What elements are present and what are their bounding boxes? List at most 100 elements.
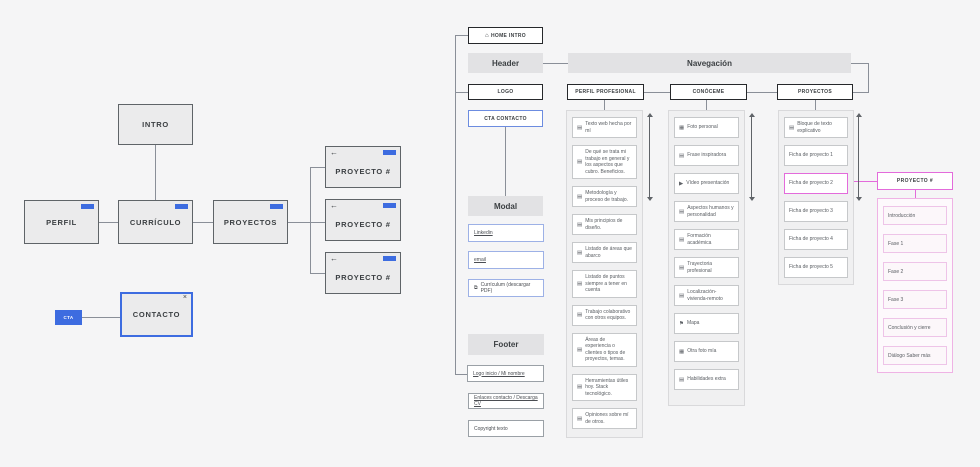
content-block[interactable]: ▤ Mis principios de diseño. (572, 214, 637, 235)
content-block[interactable]: ▦ Otra foto mía (674, 341, 739, 362)
content-block-icon: ▤ (679, 376, 685, 383)
text-block-icon: ▤ (577, 221, 583, 228)
node-curriculo[interactable]: CURRÍCULO (118, 200, 193, 244)
project-detail-block[interactable]: Introducción (883, 206, 947, 225)
home-icon: ⌂ (485, 32, 489, 39)
content-block[interactable]: ⚑ Mapa (674, 313, 739, 334)
content-block[interactable]: ▤ Listado de áreas que abarco (572, 242, 637, 263)
modal-email-link[interactable]: email (468, 251, 544, 269)
scroll-indicator[interactable] (855, 113, 862, 201)
project-detail-block-label: Introducción (888, 212, 916, 219)
content-block-label: Habilidades extra (687, 376, 726, 383)
footer-links-item[interactable]: Enlaces contacto / Descarga CV (468, 393, 544, 409)
content-block-label: Foto personal (687, 124, 718, 131)
node-proyecto-card-label: PROYECTO # (335, 219, 391, 229)
footer-copyright-label: Copyright texto (474, 425, 508, 432)
content-block[interactable]: ▤ Trabajo colaborativo con otros equipos… (572, 304, 637, 326)
content-block[interactable]: ▤ Texto web hecha por mí (572, 117, 637, 138)
content-block-label: Mis principios de diseño. (585, 218, 623, 231)
nav-conoceme[interactable]: CONÓCEME (670, 84, 747, 100)
content-block[interactable]: Ficha de proyecto 4 (784, 229, 848, 250)
content-block[interactable]: ▤ Opiniones sobre mí de otros. (572, 408, 637, 429)
node-proyecto-card-2[interactable]: ← PROYECTO # (325, 199, 401, 241)
modal-linkedin-link[interactable]: Linkedin (468, 224, 544, 242)
footer-links-label: Enlaces contacto / Descarga CV (474, 395, 538, 407)
content-block-label: Ficha de proyecto 4 (789, 236, 833, 243)
content-block-label: Ficha de proyecto 1 (789, 152, 833, 159)
connector-line (815, 100, 816, 110)
node-proyecto-card-1[interactable]: ← PROYECTO # (325, 146, 401, 188)
node-cta-contacto[interactable]: CTA CONTACTO (468, 110, 543, 127)
content-block[interactable]: Ficha de proyecto 1 (784, 145, 848, 166)
content-block[interactable]: ▤ Trayectoria profesional (674, 257, 739, 278)
content-block[interactable]: ▤ Áreas de experiencia o clientes o tipo… (572, 332, 637, 367)
content-block-label: Ficha de proyecto 5 (789, 264, 833, 271)
footer-logo-item[interactable]: Logo inicio / Mi nombre (467, 365, 544, 382)
node-home-intro[interactable]: ⌂ HOME INTRO (468, 27, 543, 44)
back-arrow-icon[interactable]: ← (330, 148, 338, 157)
connector-line (155, 145, 156, 200)
content-block[interactable]: ▤ Aspectos humanos y personalidad (674, 201, 739, 222)
content-block-label: Áreas de experiencia o clientes o tipos … (585, 336, 626, 363)
content-block-label: Trabajo colaborativo con otros equipos. (585, 308, 631, 322)
text-block-icon: ▤ (577, 193, 583, 200)
project-detail-header[interactable]: PROYECTO # (877, 172, 953, 190)
close-icon[interactable]: × (182, 294, 187, 301)
content-block-label: Frase inspiradora (687, 152, 727, 159)
nav-perfil-profesional[interactable]: PERFIL PROFESIONAL (567, 84, 644, 100)
section-navegacion: Navegación (568, 53, 851, 73)
section-header: Header (468, 53, 543, 73)
active-tab-marker (270, 204, 283, 209)
content-block[interactable]: ▤ Listado de puntos siempre a tener en c… (572, 270, 637, 298)
connector-line (853, 92, 869, 93)
content-block[interactable]: Ficha de proyecto 3 (784, 201, 848, 222)
node-proyectos[interactable]: PROYECTOS (213, 200, 288, 244)
nav-proyectos[interactable]: PROYECTOS (777, 84, 853, 100)
section-footer: Footer (468, 334, 544, 355)
node-curriculo-label: CURRÍCULO (129, 217, 182, 227)
section-navegacion-label: Navegación (687, 58, 732, 68)
project-detail-block[interactable]: Fase 3 (883, 290, 947, 309)
content-block-label: Texto web hecha por mí (585, 121, 632, 134)
content-block[interactable]: ▶ Vídeo presentación (674, 173, 739, 194)
back-arrow-icon[interactable]: ← (330, 254, 338, 263)
project-detail-block[interactable]: Fase 1 (883, 234, 947, 253)
content-block[interactable]: ▤ De qué se trata mi trabajo en general … (572, 145, 637, 179)
active-tab-marker (383, 150, 396, 155)
project-detail-block[interactable]: Diálogo Saber más (883, 346, 947, 365)
nav-perfil-profesional-label: PERFIL PROFESIONAL (575, 89, 636, 95)
content-block-icon: ⚑ (679, 320, 684, 327)
node-perfil[interactable]: PERFIL (24, 200, 99, 244)
node-contacto-label: CONTACTO (132, 310, 181, 319)
active-tab-marker (175, 204, 188, 209)
content-block[interactable]: Ficha de proyecto 5 (784, 257, 848, 278)
scroll-indicator[interactable] (646, 113, 653, 201)
cta-button[interactable]: CTA (55, 310, 82, 325)
connector-line (310, 273, 325, 274)
scroll-indicator[interactable] (748, 113, 755, 201)
content-block[interactable]: ▤ Formación académica (674, 229, 739, 250)
connector-line (747, 92, 777, 93)
content-block[interactable]: ▤ Frase inspiradora (674, 145, 739, 166)
node-proyecto-card-3[interactable]: ← PROYECTO # (325, 252, 401, 294)
content-block[interactable]: ▤ Metodología y proceso de trabajo. (572, 186, 637, 207)
connector-line (310, 167, 325, 168)
project-detail-block[interactable]: Conclusión y cierre (883, 318, 947, 337)
content-block[interactable]: ▦ Foto personal (674, 117, 739, 138)
content-block[interactable]: ▤ Bloque de texto explicativo (784, 117, 848, 138)
project-detail-block-label: Fase 3 (888, 296, 904, 303)
node-intro[interactable]: INTRO (118, 104, 193, 145)
connector-line (455, 374, 467, 375)
node-contacto[interactable]: × CONTACTO (120, 292, 193, 337)
project-detail-block[interactable]: Fase 2 (883, 262, 947, 281)
content-block[interactable]: ▤ Herramientas útiles hoy. Stack tecnoló… (572, 373, 637, 401)
content-block[interactable]: Ficha de proyecto 2 (784, 173, 848, 194)
back-arrow-icon[interactable]: ← (330, 201, 338, 210)
modal-curriculum-download[interactable]: ⧉ Currículum (descargar PDF) (468, 279, 544, 297)
content-block-icon: ▤ (679, 208, 685, 215)
content-block[interactable]: ▤ Localización-vivienda-remoto (674, 285, 739, 306)
modal-email-label: email (474, 257, 486, 263)
content-block[interactable]: ▤ Habilidades extra (674, 369, 739, 390)
footer-copyright-item: Copyright texto (468, 420, 544, 437)
node-logo[interactable]: LOGO (468, 84, 543, 100)
